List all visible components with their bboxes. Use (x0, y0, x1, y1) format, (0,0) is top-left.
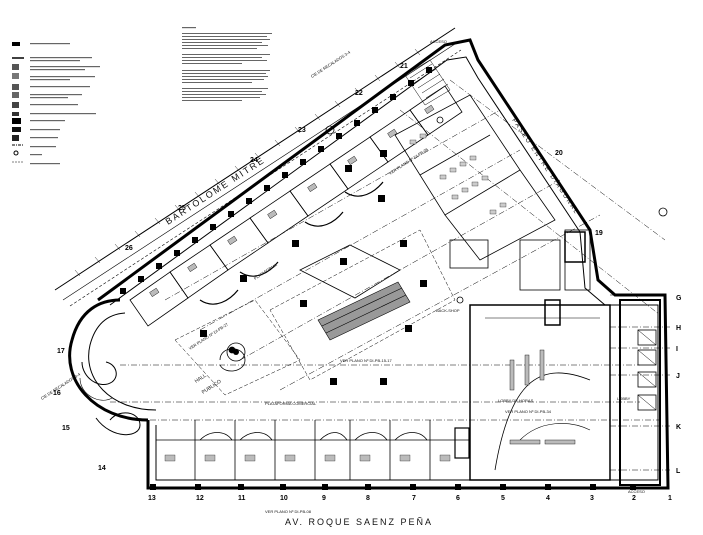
detail-ref-1: CIE DE RECALADOS 3-4 (310, 49, 352, 79)
axis-label: L (676, 468, 681, 475)
room-label-acceso-top: ACCESO (430, 39, 447, 44)
room-label-acceso-bottom: ACCESO (628, 489, 645, 494)
plan-ref-3: VER PLANO Nº DI-PB-15-17 (340, 358, 392, 363)
plan-ref-outlines (174, 229, 456, 396)
axis-label: 26 (125, 245, 133, 252)
axis-label: G (676, 295, 682, 302)
axis-label: 11 (238, 495, 246, 502)
escalator (299, 244, 411, 341)
banking-hall (454, 304, 611, 481)
axis-label: 19 (595, 230, 603, 237)
grid-axes-left: 17 16 15 14 (53, 348, 106, 472)
south-columns (150, 484, 636, 490)
axis-label: 12 (196, 495, 204, 502)
axis-label: 1 (668, 495, 672, 502)
south-offices (156, 420, 470, 480)
top-stair (404, 59, 451, 106)
axis-label: 22 (355, 90, 363, 97)
plan-ref-5: VER PLANO Nº DI-PB-34 (505, 409, 552, 414)
plan-ref-1: VER PLANO Nº DI-PB-06 (388, 146, 430, 176)
grid-axes-right: G H I J K L (676, 295, 682, 475)
axis-label: 15 (62, 425, 70, 432)
axis-label: I (676, 346, 678, 353)
axis-label: 13 (148, 495, 156, 502)
street-label-north: BARTOLOME MITRE (164, 155, 267, 227)
axis-label: 6 (456, 495, 460, 502)
axis-label: 24 (250, 157, 258, 164)
axis-label: 2 (632, 495, 636, 502)
axis-label: 25 (178, 205, 186, 212)
grid-lines (110, 79, 670, 471)
axis-label: 8 (366, 495, 370, 502)
axis-label: 10 (280, 495, 288, 502)
section-markers (325, 116, 668, 304)
axis-label: 17 (57, 348, 65, 355)
axis-label: J (676, 373, 680, 380)
office-desks (149, 104, 435, 297)
room-label-hall: HALL (194, 373, 208, 385)
general-notes (182, 27, 272, 101)
room-label-lobby-horas: LOBBY DE HORAS (498, 398, 534, 403)
plan-ref-4: VER PLANO Nº DI-PB-08 (265, 509, 312, 514)
street-label-south: AV. ROQUE SAENZ PEÑA (285, 517, 433, 527)
axis-label: K (676, 424, 681, 431)
axis-label: H (676, 325, 681, 332)
axis-label: 7 (412, 495, 416, 502)
room-label-hall-sub: PUBLICO (201, 379, 223, 396)
room-label-back-shop: BACK-SHOP (436, 308, 460, 313)
axis-label: 9 (322, 495, 326, 502)
grid-axes-bottom: 13 12 11 10 9 8 7 6 5 4 3 2 1 (148, 495, 672, 502)
axis-label: 5 (501, 495, 505, 502)
axis-label: 4 (546, 495, 550, 502)
detail-ref-2: CIE DE RECALADOS 3-4 (40, 371, 82, 401)
workstations (409, 133, 507, 215)
perimeter-columns (120, 67, 432, 294)
curb-hatch (74, 48, 421, 277)
south-desks (164, 454, 451, 462)
axis-label: 14 (98, 465, 106, 472)
room-label-lobby: LOBBY (617, 396, 631, 401)
grid-axes-top: 26 25 24 23 22 21 20 19 (125, 63, 603, 252)
counters (509, 349, 576, 445)
plan-ref-2: VER PLANO Nº DI-PB-27 (188, 321, 230, 351)
axis-label: 3 (590, 495, 594, 502)
room-label-plataforma-bottom: PLATAFORMA COMERCIAL (265, 401, 317, 406)
axis-label: 23 (298, 127, 306, 134)
legend (12, 42, 100, 165)
curved-partitions (199, 181, 384, 305)
axis-label: 16 (53, 390, 61, 397)
axis-label: 20 (555, 150, 563, 157)
east-core (544, 231, 661, 486)
room-label-plataforma-top: PLATAFORMA (253, 262, 278, 281)
compass-marker (226, 342, 246, 362)
axis-label: 21 (400, 63, 408, 70)
